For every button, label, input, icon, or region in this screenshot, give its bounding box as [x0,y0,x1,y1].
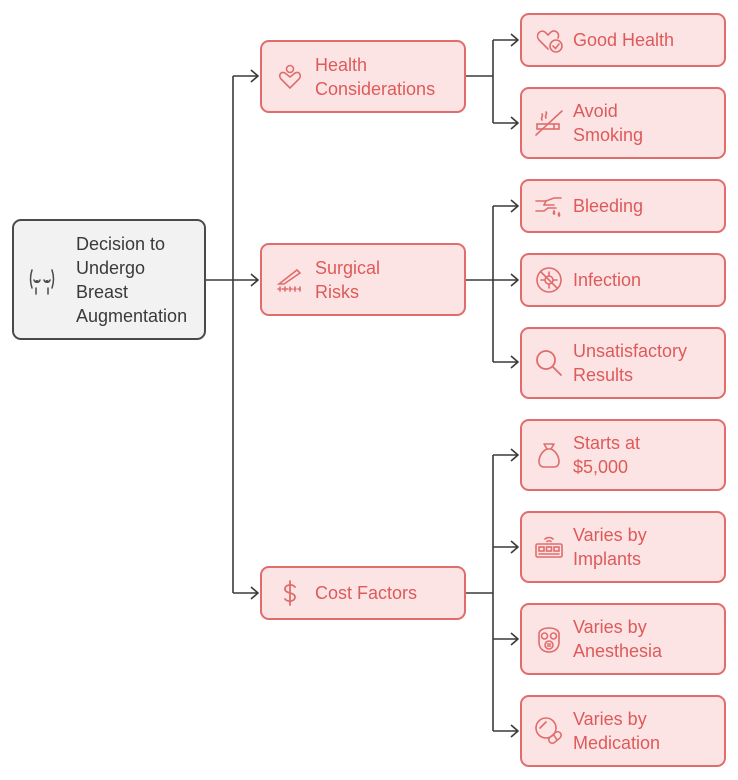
scalpel-icon [276,266,304,294]
heart-check-icon [534,25,564,55]
category-health-considerations[interactable]: Health Considerations [260,40,466,113]
leaf-starts-at[interactable]: Starts at $5,000 [520,419,726,491]
leaf-varies-by-implants[interactable]: Varies by Implants [520,511,726,583]
connector-to-health [233,69,259,83]
leaf-infection[interactable]: Infection [520,253,726,307]
category-label: Surgical Risks [315,257,381,302]
bleeding-hand-icon [534,191,564,221]
connector-to-medication [493,724,519,738]
category-label: Cost Factors [315,583,418,603]
category-cost-factors[interactable]: Cost Factors [260,566,466,620]
root-node[interactable]: Decision to Undergo Breast Augmentation [12,219,206,340]
leaf-bleeding[interactable]: Bleeding [520,179,726,233]
leaf-unsatisfactory-results[interactable]: Unsatisfactory Results [520,327,726,399]
leaf-label: Varies by Anesthesia [573,617,663,661]
connector-to-cost [233,586,259,600]
implant-device-icon [534,532,564,562]
leaf-good-health[interactable]: Good Health [520,13,726,67]
connector-to-avoid-smoking [493,116,519,130]
dollar-icon [276,579,304,607]
leaf-label: Starts at $5,000 [573,433,641,477]
category-label: Health Considerations [315,54,436,99]
connector-to-starts-at [493,448,519,462]
virus-icon [534,265,564,295]
leaf-label: Good Health [573,30,675,50]
leaf-label: Infection [573,270,642,290]
connector-to-infection [493,273,519,287]
body-torso-icon [26,264,58,296]
leaf-label: Unsatisfactory Results [573,341,688,385]
no-smoking-icon [534,108,564,138]
money-bag-icon [534,440,564,470]
pill-icon [534,716,564,746]
leaf-varies-by-anesthesia[interactable]: Varies by Anesthesia [520,603,726,675]
magnifier-icon [534,348,564,378]
connector-to-unsatisfactory [493,355,519,369]
leaf-label: Varies by Medication [573,709,661,753]
leaf-label: Bleeding [573,196,644,216]
connector-to-bleeding [493,199,519,213]
category-surgical-risks[interactable]: Surgical Risks [260,243,466,316]
leaf-label: Avoid Smoking [573,101,644,145]
leaf-avoid-smoking[interactable]: Avoid Smoking [520,87,726,159]
connector-to-anesthesia [493,632,519,646]
leaf-label: Varies by Implants [573,525,647,569]
gas-mask-icon [534,624,564,654]
connector-to-good-health [493,33,519,47]
leaf-varies-by-medication[interactable]: Varies by Medication [520,695,726,767]
connector-to-surgical [233,273,259,287]
root-label: Decision to Undergo Breast Augmentation [76,233,188,326]
connector-to-implants [493,540,519,554]
heart-person-icon [276,63,304,91]
